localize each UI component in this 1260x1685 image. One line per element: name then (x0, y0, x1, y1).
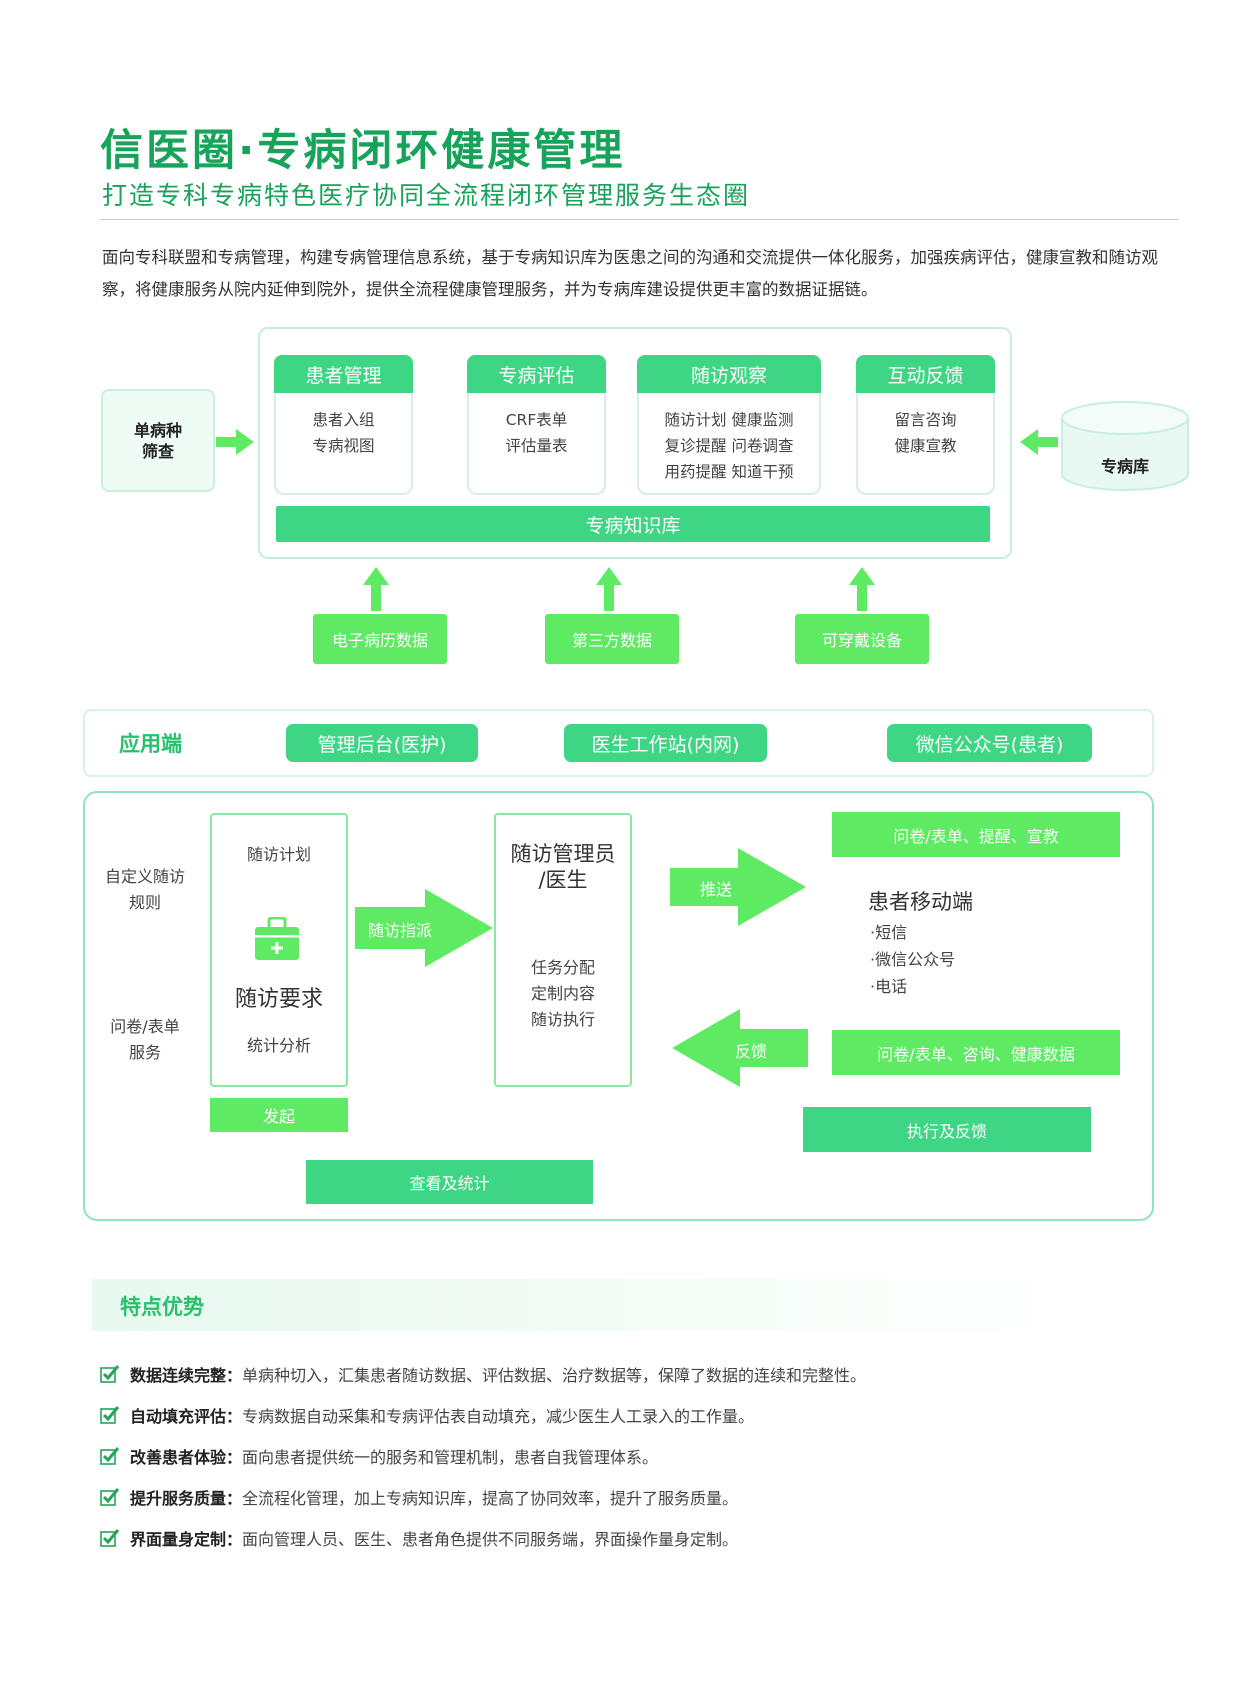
screening-label: 单病种筛查 (133, 420, 182, 461)
forms-service-line: 问卷/表单 (110, 1017, 180, 1036)
knowledge-base-bar: 专病知识库 (276, 506, 990, 542)
module-item: CRF表单 (505, 411, 568, 429)
module-disease-assessment: 专病评估 CRF表单 评估量表 (467, 355, 606, 495)
arrow-up-icon (849, 567, 875, 611)
manager-task: 任务分配 (530, 958, 595, 977)
manager-title: 随访管理员 (510, 842, 616, 866)
module-item: 专病视图 (312, 437, 375, 455)
page-subtitle: 打造专科专病特色医疗协同全流程闭环管理服务生态圈 (102, 181, 751, 210)
feature-item: 提升服务质量： 全流程化管理，加上专病知识库，提高了协同效率，提升了服务质量。 (100, 1476, 1200, 1517)
module-patient-management: 患者管理 患者入组 专病视图 (274, 355, 413, 495)
module-followup-observation: 随访观察 随访计划 健康监测 复诊提醒 问卷调查 用药提醒 知道干预 (637, 355, 821, 495)
module-item: 复诊提醒 问卷调查 (664, 437, 794, 455)
intro-paragraph: 面向专科联盟和专病管理，构建专病管理信息系统，基于专病知识库为医患之间的沟通和交… (102, 248, 1158, 299)
module-interactive-feedback: 互动反馈 留言咨询 健康宣教 (856, 355, 995, 495)
custom-rules-line: 规则 (128, 893, 161, 912)
followup-manager-card: 随访管理员 /医生 任务分配 定制内容 随访执行 (494, 813, 632, 1087)
feature-item: 界面量身定制： 面向管理人员、医生、患者角色提供不同服务端，界面操作量身定制。 (100, 1517, 1200, 1558)
app-end-label: 应用端 (119, 732, 182, 756)
manager-title-suffix: /医生 (538, 868, 588, 892)
check-icon (100, 1487, 120, 1506)
patient-channels: ·短信 ·微信公众号 ·电话 (870, 919, 955, 1000)
screening-box: 单病种筛查 (101, 389, 215, 492)
initiate-button[interactable]: 发起 (210, 1098, 348, 1132)
plan-bottom-label: 统计分析 (246, 1036, 311, 1055)
manager-task: 定制内容 (530, 984, 595, 1003)
feature-text: 单病种切入，汇集患者随访数据、评估数据、治疗数据等，保障了数据的连续和完整性。 (242, 1365, 867, 1385)
feature-text: 专病数据自动采集和专病评估表自动填充，减少医生人工录入的工作量。 (242, 1406, 755, 1426)
feature-item: 数据连续完整： 单病种切入，汇集患者随访数据、评估数据、治疗数据等，保障了数据的… (100, 1353, 1200, 1394)
channel-wechat: ·微信公众号 (870, 950, 956, 969)
feedback-content-bar: 问卷/表单、咨询、健康数据 (832, 1030, 1120, 1075)
execute-feedback-bar: 执行及反馈 (803, 1107, 1091, 1152)
custom-rules-label: 自定义随访 规则 (100, 864, 190, 916)
feature-text: 面向管理人员、医生、患者角色提供不同服务端，界面操作量身定制。 (242, 1529, 739, 1549)
database-label: 专病库 (1100, 457, 1149, 476)
module-item: 留言咨询 (894, 411, 957, 429)
divider (100, 219, 1178, 220)
push-arrow-icon (670, 848, 806, 926)
feature-text: 面向患者提供统一的服务和管理机制，患者自我管理体系。 (242, 1447, 659, 1467)
push-content-bar: 问卷/表单、提醒、宣教 (832, 812, 1120, 857)
module-item: 健康宣教 (894, 437, 957, 455)
feature-item: 改善患者体验： 面向患者提供统一的服务和管理机制，患者自我管理体系。 (100, 1435, 1200, 1476)
feedback-label: 反馈 (735, 1042, 768, 1061)
medical-kit-icon (255, 917, 299, 960)
channel-phone: ·电话 (870, 977, 908, 996)
app-admin-backend: 管理后台(医护) (286, 724, 478, 762)
arrow-up-icon (363, 567, 389, 611)
features-title: 特点优势 (120, 1295, 204, 1319)
module-title: 患者管理 (274, 355, 413, 393)
database-icon (1061, 401, 1189, 491)
module-item: 评估量表 (505, 437, 568, 455)
view-stats-bar: 查看及统计 (306, 1160, 593, 1204)
data-source-third-party: 第三方数据 (545, 614, 679, 664)
check-icon (100, 1446, 120, 1465)
feature-item: 自动填充评估： 专病数据自动采集和专病评估表自动填充，减少医生人工录入的工作量。 (100, 1394, 1200, 1435)
module-title: 专病评估 (467, 355, 606, 393)
arrow-right-icon (216, 429, 254, 455)
feature-label: 自动填充评估： (130, 1406, 243, 1426)
feature-label: 数据连续完整： (130, 1365, 243, 1385)
module-item: 随访计划 健康监测 (664, 411, 794, 429)
arrow-up-icon (596, 567, 622, 611)
data-source-wearable: 可穿戴设备 (795, 614, 929, 664)
custom-rules-line: 自定义随访 (104, 867, 185, 886)
feature-label: 改善患者体验： (130, 1447, 243, 1467)
followup-plan-card: 随访计划 随访要求 统计分析 (210, 813, 348, 1087)
check-icon (100, 1528, 120, 1547)
module-item: 患者入组 (312, 411, 375, 429)
module-item: 用药提醒 知道干预 (664, 463, 794, 481)
forms-service-label: 问卷/表单 服务 (100, 1014, 190, 1066)
arrow-left-icon (1020, 429, 1058, 455)
check-icon (100, 1405, 120, 1424)
feature-label: 界面量身定制： (130, 1529, 243, 1549)
feedback-arrow-icon (672, 1009, 808, 1087)
plan-main-label: 随访要求 (234, 987, 323, 1012)
push-label: 推送 (700, 880, 733, 899)
module-title: 互动反馈 (856, 355, 995, 393)
patient-mobile-title: 患者移动端 (868, 890, 973, 914)
app-wechat-official: 微信公众号(患者) (887, 724, 1092, 762)
feature-label: 提升服务质量： (130, 1488, 243, 1508)
forms-service-line: 服务 (128, 1043, 161, 1062)
check-icon (100, 1364, 120, 1383)
manager-task: 随访执行 (530, 1010, 595, 1029)
page-title: 信医圈·专病闭环健康管理 (100, 126, 626, 176)
app-doctor-workstation: 医生工作站(内网) (564, 724, 767, 762)
module-title: 随访观察 (637, 355, 821, 393)
data-source-emr: 电子病历数据 (313, 614, 447, 664)
features-header-band (92, 1279, 1092, 1331)
plan-top-label: 随访计划 (246, 845, 311, 864)
features-list: 数据连续完整： 单病种切入，汇集患者随访数据、评估数据、治疗数据等，保障了数据的… (100, 1353, 1200, 1558)
assign-label: 随访指派 (368, 921, 433, 940)
assign-arrow-icon (355, 889, 493, 967)
feature-text: 全流程化管理，加上专病知识库，提高了协同效率，提升了服务质量。 (242, 1488, 739, 1508)
channel-sms: ·短信 (870, 923, 908, 942)
